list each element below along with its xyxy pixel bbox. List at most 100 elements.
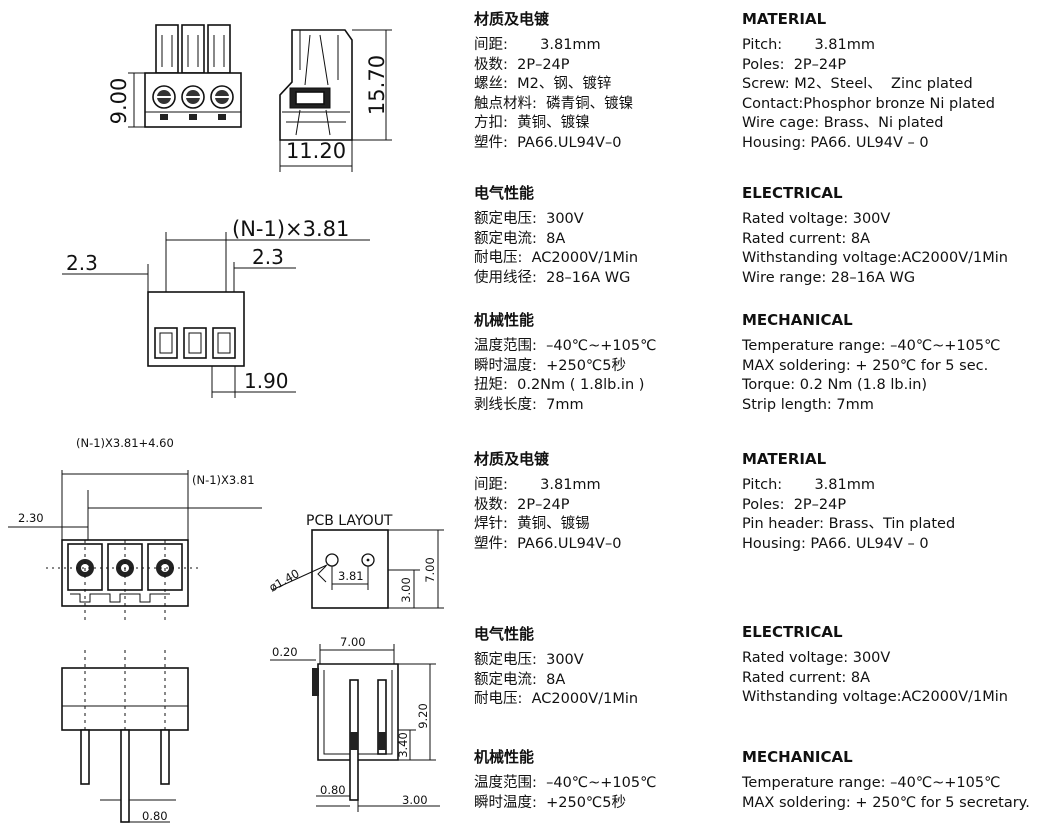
- header-bottom-view: 0.80: [61, 650, 189, 823]
- dim-15-70: 15.70: [365, 55, 389, 115]
- spec-line: 塑件: PA66.UL94V–0: [474, 535, 622, 552]
- section-title: MECHANICAL: [742, 748, 853, 766]
- spec-line: Rated voltage: 300V: [742, 211, 891, 227]
- spec-line: 使用线径: 28–16A WG: [474, 269, 631, 286]
- pcb-layout-title: PCB LAYOUT: [306, 513, 393, 529]
- spec-line: Rated current: 8A: [742, 230, 871, 247]
- spec-line: Poles: 2P–24P: [742, 496, 847, 513]
- spec-line: 间距: 3.81mm: [474, 477, 601, 493]
- spec-section-zh-mechanical-2: 机械性能 温度范围: –40℃~+105℃ 瞬时温度: +250℃5秒: [474, 748, 656, 813]
- dim-9-20: 9.20: [416, 703, 430, 729]
- section-title: MECHANICAL: [742, 311, 853, 329]
- spec-line: Contact:Phosphor bronze Ni plated: [742, 95, 995, 112]
- spec-line: Wire range: 28–16A WG: [742, 269, 916, 286]
- spec-line: 极数: 2P–24P: [474, 496, 570, 513]
- spec-line: 瞬时温度: +250℃5秒: [474, 794, 626, 811]
- dim-3-40: 3.40: [396, 732, 410, 758]
- dim-pitch-plus: (N-1)X3.81+4.60: [76, 436, 174, 450]
- spec-line: Pitch: 3.81mm: [742, 477, 875, 493]
- dim-2-30: 2.30: [18, 511, 44, 525]
- dim-0-20: 0.20: [272, 645, 298, 659]
- spec-section-en-mechanical-2: MECHANICAL Temperature range: –40℃~+105℃…: [742, 748, 1030, 813]
- section-title: ELECTRICAL: [742, 623, 843, 641]
- spec-line: 间距: 3.81mm: [474, 37, 601, 53]
- spec-line: 扭矩: 0.2Nm ( 1.8lb.in ): [474, 377, 645, 394]
- spec-section-zh-electrical-1: 电气性能 额定电压: 300V 额定电流: 8A 耐电压: AC2000V/1M…: [474, 184, 638, 288]
- plug-side-view: 15.70 11.20: [279, 29, 392, 172]
- spec-line: Housing: PA66. UL94V – 0: [742, 535, 929, 552]
- section-title: ELECTRICAL: [742, 184, 843, 202]
- spec-section-en-material-2: MATERIAL Pitch: 3.81mm Poles: 2P–24P Pin…: [742, 450, 955, 554]
- dim-0-80-pin: 0.80: [142, 809, 168, 823]
- spec-section-zh-material-2: 材质及电镀 间距: 3.81mm 极数: 2P–24P 焊针: 黄铜、镀锡 塑件…: [474, 450, 621, 554]
- spec-line: Withstanding voltage:AC2000V/1Min: [742, 250, 1008, 267]
- dim-11-20: 11.20: [286, 139, 346, 163]
- section-title: 机械性能: [474, 748, 535, 766]
- spec-line: Withstanding voltage:AC2000V/1Min: [742, 689, 1008, 706]
- spec-line: 额定电流: 8A: [474, 230, 566, 247]
- spec-section-zh-material-1: 材质及电镀 间距: 3.81mm 极数: 2P–24P 螺丝: M2、钢、镀锌 …: [474, 10, 633, 154]
- dim-3-00-side: 3.00: [402, 793, 428, 807]
- header-front-view: (N-1)X3.81+4.60 (N-1)X3.81 2.30: [8, 436, 262, 620]
- dim-1-90: 1.90: [244, 369, 289, 393]
- spec-line: 触点材料: 磷青铜、镀镍: [474, 95, 634, 112]
- dim-9-00: 9.00: [107, 78, 131, 125]
- spec-section-en-electrical-1: ELECTRICAL Rated voltage: 300V Rated cur…: [742, 184, 1008, 288]
- dim-3-00-pcb: 3.00: [399, 577, 413, 603]
- spec-line: Strip length: 7mm: [742, 396, 874, 413]
- spec-line: Temperature range: –40℃~+105℃: [742, 775, 1001, 791]
- spec-line: Pitch: 3.81mm: [742, 37, 875, 53]
- pcb-layout: PCB LAYOUT 7.00 3.00 3.81 ø1.40: [267, 513, 444, 609]
- spec-line: Rated voltage: 300V: [742, 650, 891, 666]
- spec-line: Wire cage: Brass、Ni plated: [742, 115, 944, 132]
- spec-line: 焊针: 黄铜、镀锡: [474, 516, 590, 533]
- spec-line: Rated current: 8A: [742, 669, 871, 686]
- spec-line: Temperature range: –40℃~+105℃: [742, 338, 1001, 354]
- spec-section-zh-electrical-2: 电气性能 额定电压: 300V 额定电流: 8A 耐电压: AC2000V/1M…: [474, 625, 638, 710]
- spec-line: 温度范围: –40℃~+105℃: [474, 338, 657, 354]
- spec-line: 塑件: PA66.UL94V–0: [474, 134, 622, 151]
- spec-line: 方扣: 黄铜、镀镍: [474, 115, 590, 132]
- spec-line: 耐电压: AC2000V/1Min: [474, 691, 639, 708]
- section-title: 材质及电镀: [474, 450, 550, 468]
- spec-line: 极数: 2P–24P: [474, 56, 570, 73]
- dim-7-00-side: 7.00: [340, 635, 366, 649]
- dim-2-3-right: 2.3: [252, 245, 284, 269]
- section-title: MATERIAL: [742, 10, 827, 28]
- section-title: MATERIAL: [742, 450, 827, 468]
- plug-bottom-view: (N-1)×3.81 2.3 2.3 1.90: [62, 217, 370, 398]
- dim-n-minus-1-pitch: (N-1)×3.81: [232, 217, 349, 241]
- section-title: 材质及电镀: [474, 10, 550, 28]
- spec-line: 额定电流: 8A: [474, 671, 566, 688]
- dim-0-80-side: 0.80: [320, 783, 346, 797]
- dim-7-00-pcb: 7.00: [423, 557, 437, 583]
- spec-line: Torque: 0.2 Nm (1.8 lb.in): [742, 377, 928, 394]
- screw-icon: [152, 85, 234, 109]
- spec-line: 耐电压: AC2000V/1Min: [474, 250, 639, 267]
- section-title: 机械性能: [474, 311, 535, 329]
- spec-line: 螺丝: M2、钢、镀锌: [474, 76, 612, 93]
- dim-3-81-pcb: 3.81: [338, 569, 364, 583]
- spec-section-en-material-1: MATERIAL Pitch: 3.81mm Poles: 2P–24P Scr…: [742, 10, 995, 154]
- spec-line: 温度范围: –40℃~+105℃: [474, 775, 657, 791]
- spec-line: Screw: M2、Steel、 Zinc plated: [742, 76, 973, 93]
- dim-2-3-left: 2.3: [66, 251, 98, 275]
- spec-line: 剥线长度: 7mm: [474, 396, 584, 413]
- spec-section-en-mechanical-1: MECHANICAL Temperature range: –40℃~+105℃…: [742, 311, 1000, 415]
- section-title: 电气性能: [474, 625, 535, 643]
- spec-section-zh-mechanical-1: 机械性能 温度范围: –40℃~+105℃ 瞬时温度: +250℃5秒 扭矩: …: [474, 311, 656, 415]
- header-side-view: 0.20 7.00 9.20 3.40 0.80 3.00: [270, 635, 440, 812]
- spec-line: MAX soldering: + 250℃ for 5 secretary.: [742, 794, 1030, 811]
- plug-front-view: 9.00: [107, 24, 242, 128]
- spec-line: 额定电压: 300V: [474, 211, 584, 227]
- spec-line: Poles: 2P–24P: [742, 56, 847, 73]
- spec-line: 瞬时温度: +250℃5秒: [474, 357, 626, 374]
- spec-line: 额定电压: 300V: [474, 652, 584, 668]
- dim-pitch-2: (N-1)X3.81: [192, 473, 255, 487]
- spec-section-en-electrical-2: ELECTRICAL Rated voltage: 300V Rated cur…: [742, 623, 1008, 708]
- spec-line: Housing: PA66. UL94V – 0: [742, 134, 929, 151]
- spec-line: MAX soldering: + 250℃ for 5 sec.: [742, 357, 989, 374]
- technical-drawings: 9.00 15.70 11.20 (N-1)×3.81 2.3 2.3: [8, 24, 444, 823]
- spec-line: Pin header: Brass、Tin plated: [742, 516, 956, 533]
- dim-1-40-hole: ø1.40: [267, 566, 302, 594]
